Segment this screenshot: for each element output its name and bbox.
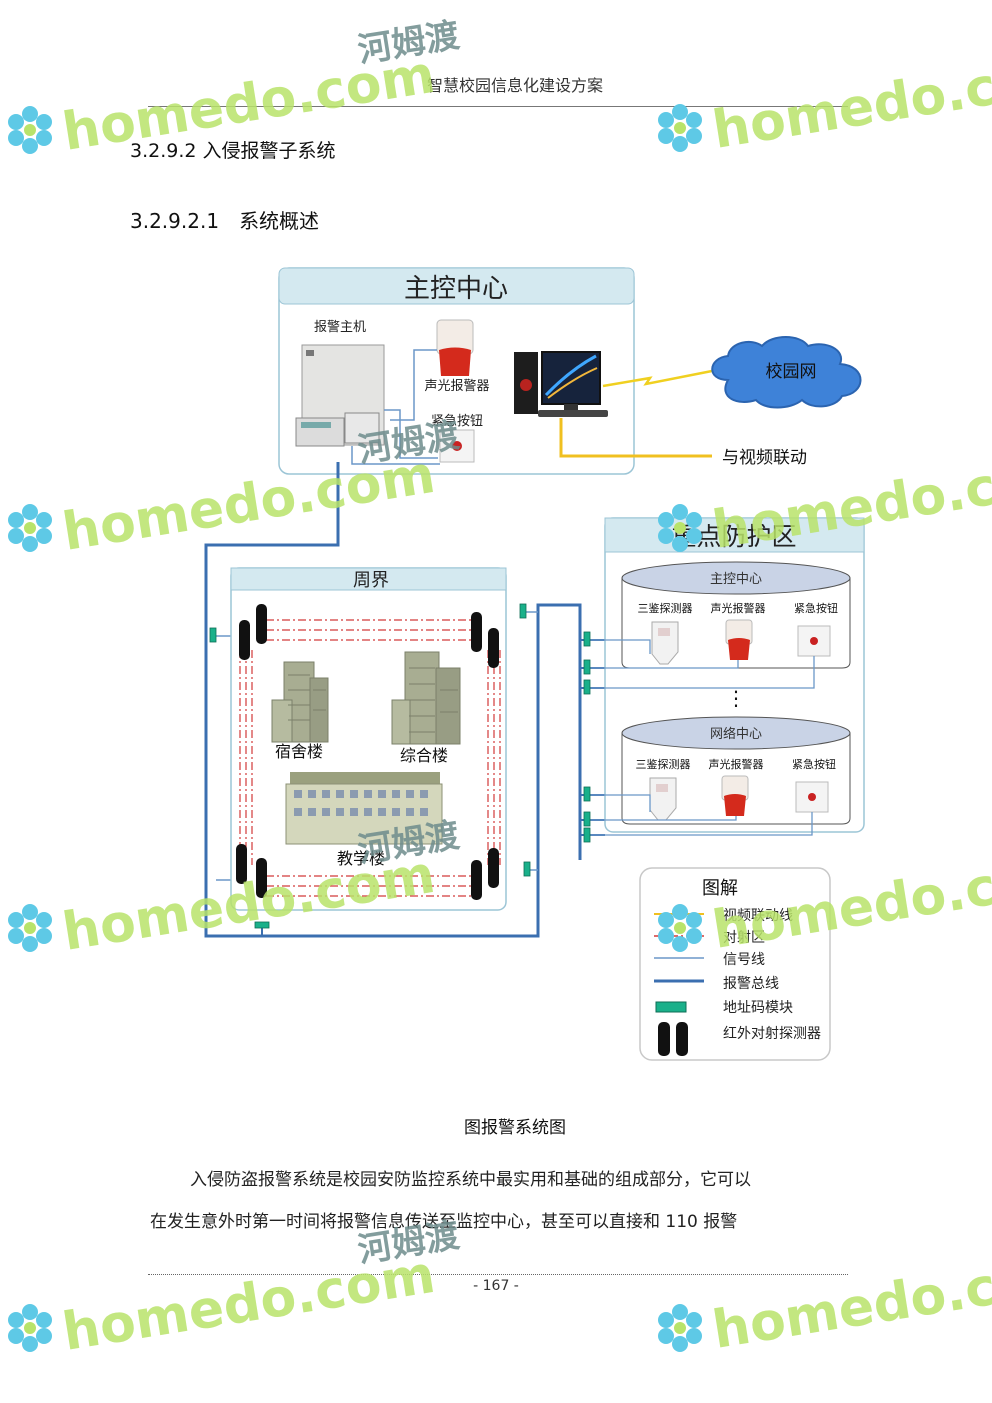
dorm-building-icon bbox=[271, 661, 329, 743]
siren-label: 声光报警器 bbox=[424, 378, 489, 394]
computer-icon bbox=[514, 351, 608, 417]
legend-ir-detector: 红外对射探测器 bbox=[723, 1026, 821, 1042]
alarm-host-icon bbox=[295, 344, 385, 447]
dorm-label: 宿舍楼 bbox=[275, 742, 323, 761]
legend-beam-zone: 对射区 bbox=[723, 930, 765, 946]
emergency-button-icon bbox=[797, 625, 831, 657]
legend-title: 图解 bbox=[702, 878, 738, 899]
subsection-heading: 3.2.9.2.1 系统概述 bbox=[130, 205, 319, 234]
legend-panel: 图解 视频联动线 对射区 信号线 报警总线 地址码模块 红外对射探测器 bbox=[639, 867, 831, 1061]
perimeter-panel: 周界 bbox=[209, 567, 531, 929]
footer-rule bbox=[148, 1274, 848, 1275]
zone1-button-label: 紧急按钮 bbox=[794, 601, 838, 615]
figure-caption: 图报警系统图 bbox=[464, 1118, 566, 1138]
zone2-detector-label: 三鉴探测器 bbox=[636, 758, 691, 771]
address-module-icon bbox=[583, 631, 591, 843]
zone2-button-label: 紧急按钮 bbox=[792, 757, 836, 771]
alarm-host-label: 报警主机 bbox=[314, 319, 366, 335]
video-linkage-line bbox=[559, 418, 712, 458]
zone1-siren-label: 声光报警器 bbox=[711, 601, 766, 615]
zone2-siren-label: 声光报警器 bbox=[709, 757, 764, 771]
teaching-building-icon bbox=[285, 772, 443, 845]
key-zone-title: 重点防护区 bbox=[671, 522, 796, 551]
watermark-logo bbox=[8, 1304, 52, 1352]
perimeter-title: 周界 bbox=[353, 570, 389, 591]
main-center-panel: 主控中心 报警主机 声光报警器 紧急按钮 bbox=[278, 267, 635, 475]
siren-icon bbox=[436, 319, 474, 376]
zone-network-center: 网络中心 三鉴探测器 声光报警器 紧急按钮 bbox=[621, 716, 851, 825]
zone1-detector-label: 三鉴探测器 bbox=[638, 602, 693, 615]
watermark-brand: homedo.com bbox=[709, 1243, 992, 1361]
zone-main-center: 主控中心 三鉴探测器 声光报警器 紧急按钮 bbox=[621, 561, 851, 669]
teaching-label: 教学楼 bbox=[337, 849, 385, 868]
zone2-title: 网络中心 bbox=[710, 726, 762, 742]
legend-signal-line: 信号线 bbox=[723, 952, 765, 968]
section-heading: 3.2.9.2 入侵报警子系统 bbox=[130, 140, 336, 162]
alarm-system-diagram: 主控中心 报警主机 声光报警器 紧急按钮 bbox=[204, 267, 865, 1061]
complex-building-icon bbox=[391, 651, 461, 745]
page-number: - 167 - bbox=[473, 1278, 519, 1294]
campus-network-cloud: 校园网 bbox=[711, 336, 862, 409]
wireless-link bbox=[602, 369, 713, 388]
siren-icon bbox=[725, 619, 753, 660]
address-module-icon bbox=[209, 603, 531, 929]
subsection-number: 3.2.9.2.1 bbox=[130, 209, 220, 233]
video-linkage-label: 与视频联动 bbox=[722, 448, 807, 468]
emergency-button-icon bbox=[439, 429, 475, 463]
zone-separator-dots: ⋮ bbox=[726, 686, 746, 710]
watermark-logo bbox=[658, 1304, 702, 1352]
running-header: 智慧校园信息化建设方案 bbox=[426, 76, 603, 95]
campus-network-label: 校园网 bbox=[766, 362, 817, 382]
zone1-title: 主控中心 bbox=[710, 572, 762, 587]
ir-detector-icon bbox=[236, 604, 499, 900]
triple-detector-icon bbox=[651, 621, 679, 665]
siren-icon bbox=[721, 775, 749, 816]
emergency-button-icon bbox=[795, 781, 829, 813]
body-paragraph-line-1: 入侵防盗报警系统是校园安防监控系统中最实用和基础的组成部分，它可以 bbox=[190, 1170, 751, 1190]
legend-address-module: 地址码模块 bbox=[723, 1000, 793, 1016]
key-zone-panel: 重点防护区 主控中心 三鉴探测器 声光报警器 紧急按钮 ⋮ 网络中心 三鉴探测器… bbox=[583, 517, 865, 843]
legend-video-line: 视频联动线 bbox=[723, 908, 793, 924]
subsection-title: 系统概述 bbox=[239, 209, 320, 233]
legend-alarm-bus: 报警总线 bbox=[723, 976, 779, 992]
main-center-title: 主控中心 bbox=[404, 274, 508, 304]
watermark-brand: homedo.com bbox=[59, 1245, 439, 1363]
complex-label: 综合楼 bbox=[400, 746, 448, 765]
alarm-bus-line bbox=[204, 462, 582, 938]
button-label: 紧急按钮 bbox=[431, 414, 483, 429]
body-paragraph-line-2: 在发生意外时第一时间将报警信息传送至监控中心，甚至可以直接和 110 报警 bbox=[150, 1212, 738, 1232]
header-rule bbox=[148, 106, 848, 107]
